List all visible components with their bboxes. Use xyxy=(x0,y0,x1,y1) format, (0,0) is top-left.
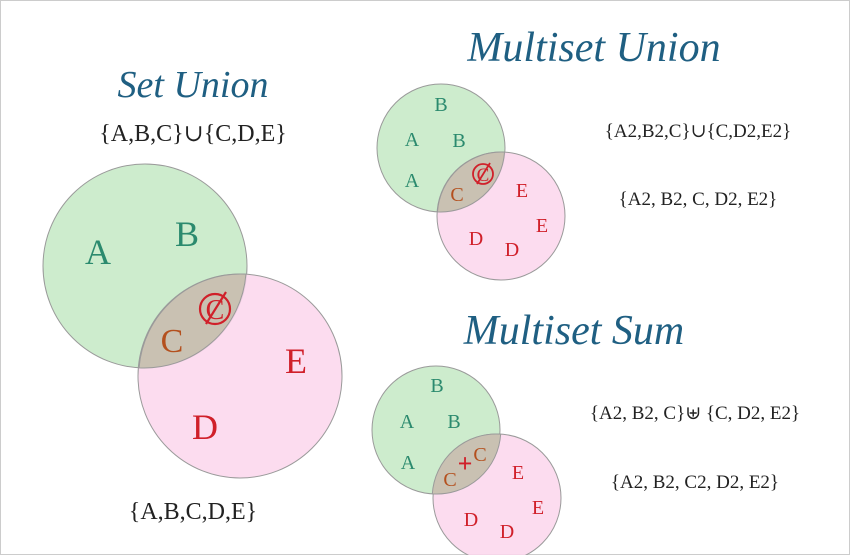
multiset-union-result: {A2, B2, C, D2, E2} xyxy=(619,189,778,210)
multiset-sum-label-a1: A xyxy=(400,411,415,433)
multiset-union-label-d1: D xyxy=(469,228,483,250)
multiset-sum-label-b2: B xyxy=(447,411,460,433)
multiset-sum-panel: Multiset Sum A A B B C + C E E D D {A2, … xyxy=(371,308,800,555)
multiset-union-removed-c: C xyxy=(472,162,494,186)
removed-ring-icon xyxy=(472,163,494,185)
set-union-formula: {A,B,C}∪{C,D,E} xyxy=(99,121,287,147)
set-union-result: {A,B,C,D,E} xyxy=(129,499,257,525)
set-union-label-d: D xyxy=(192,407,218,447)
multiset-sum-overlap xyxy=(431,433,502,495)
multiset-union-panel: Multiset Union A A B B C C E E D D {A2,B… xyxy=(376,25,791,281)
set-union-label-a: A xyxy=(85,232,111,272)
multiset-union-label-e2: E xyxy=(536,215,548,237)
multiset-sum-label-e1: E xyxy=(512,462,524,484)
removed-ring-icon xyxy=(198,292,232,326)
strike-icon xyxy=(476,162,491,185)
multiset-sum-label-b1: B xyxy=(430,375,443,397)
multiset-union-label-c: C xyxy=(450,184,463,206)
multiset-sum-label-c-right: C xyxy=(473,444,486,466)
set-union-label-b: B xyxy=(175,214,199,254)
set-union-title: Set Union xyxy=(118,64,269,106)
multiset-union-label-b1: B xyxy=(434,94,447,116)
set-union-label-e: E xyxy=(285,341,307,381)
set-union-removed-c: C xyxy=(198,291,232,326)
set-union-overlap xyxy=(138,273,247,369)
set-union-panel: Set Union {A,B,C}∪{C,D,E} A B C C D E {A… xyxy=(42,64,343,525)
multiset-sum-formula: {A2, B2, C}⊎ {C, D2, E2} xyxy=(590,403,800,424)
multiset-union-label-a1: A xyxy=(405,129,420,151)
multiset-sum-label-d1: D xyxy=(464,509,478,531)
multiset-sum-result: {A2, B2, C2, D2, E2} xyxy=(611,472,779,493)
multiset-union-formula: {A2,B2,C}∪{C,D2,E2} xyxy=(605,121,791,142)
set-union-label-c: C xyxy=(161,323,184,360)
multiset-union-label-a2: A xyxy=(405,170,420,192)
multiset-sum-label-c-left: C xyxy=(443,469,456,491)
multiset-sum-label-e2: E xyxy=(532,497,544,519)
multiset-sum-label-a2: A xyxy=(401,452,416,474)
multiset-sum-label-d2: D xyxy=(500,521,514,543)
multiset-sum-title: Multiset Sum xyxy=(463,308,684,354)
multiset-union-label-d2: D xyxy=(505,239,519,261)
multiset-union-label-e1: E xyxy=(516,180,528,202)
plus-icon: + xyxy=(458,449,473,478)
multiset-union-title: Multiset Union xyxy=(466,25,720,71)
multiset-union-label-b2: B xyxy=(452,130,465,152)
strike-icon xyxy=(205,291,227,325)
